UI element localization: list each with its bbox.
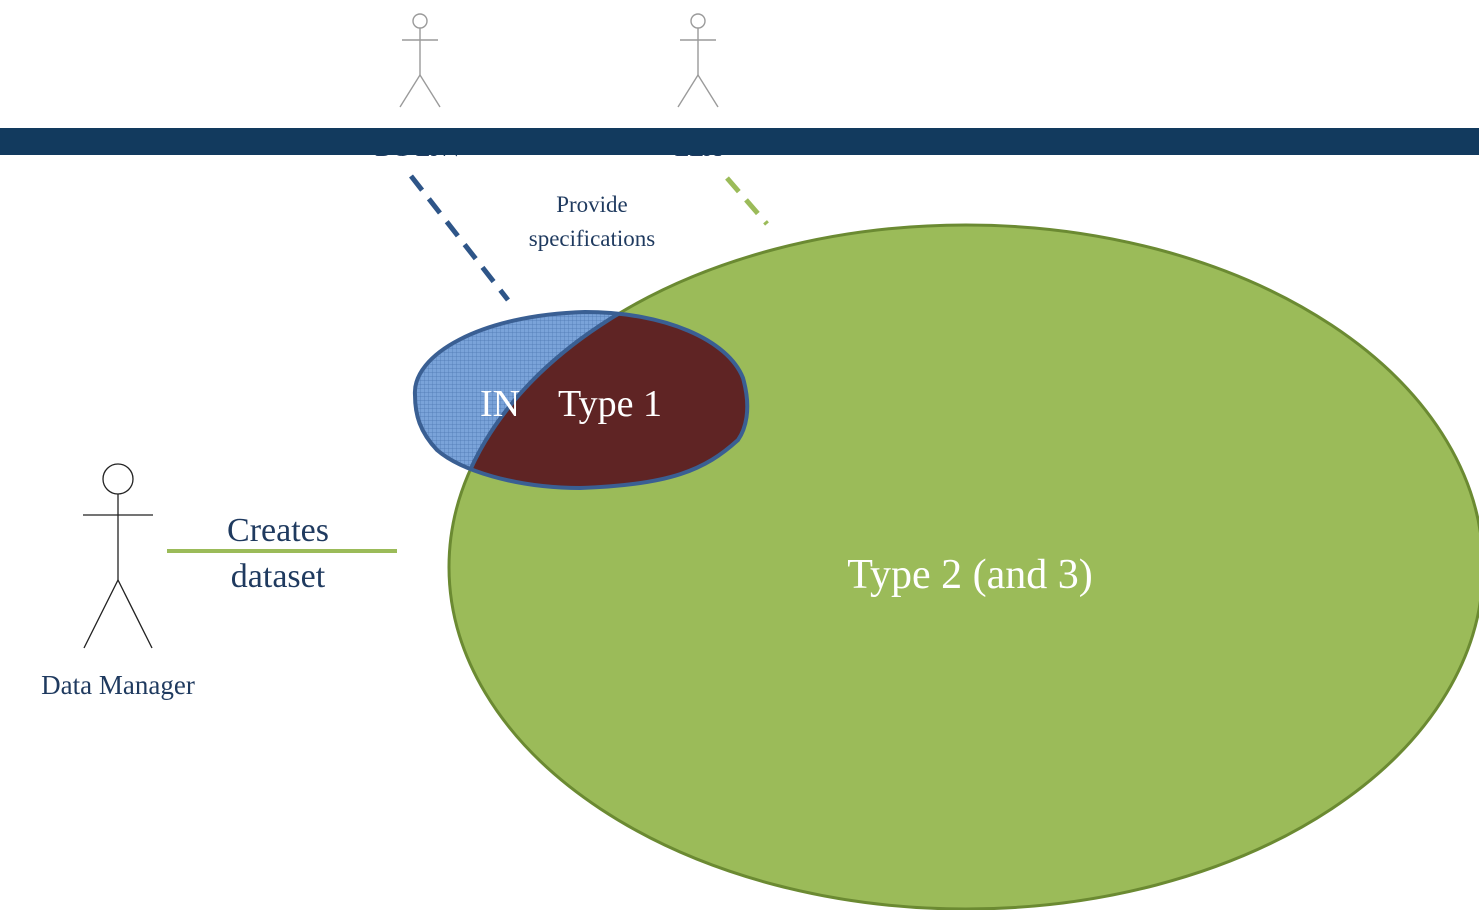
provide-specifications-label: Provide specifications	[528, 192, 656, 251]
inspire-ellipse-outline	[412, 309, 750, 491]
header-banner-overlay	[0, 128, 1479, 155]
type2-label: Type 2 (and 3)	[847, 552, 1093, 598]
actor-dg-env-figure	[399, 13, 441, 108]
inspire-label-fragment: IN	[480, 383, 521, 425]
dg-env-dashed-connector	[409, 174, 510, 302]
data-manager-label: Data Manager	[41, 670, 195, 700]
type1-intersection	[449, 312, 748, 488]
type1-label: Type 1	[558, 383, 662, 425]
actor-eea-figure	[677, 13, 719, 108]
creates-dataset-label-line1: Creates	[227, 512, 329, 549]
creates-dataset-label-line2: dataset	[230, 558, 326, 595]
data-manager-figure	[83, 463, 153, 649]
eea-dashed-connector	[725, 176, 769, 226]
